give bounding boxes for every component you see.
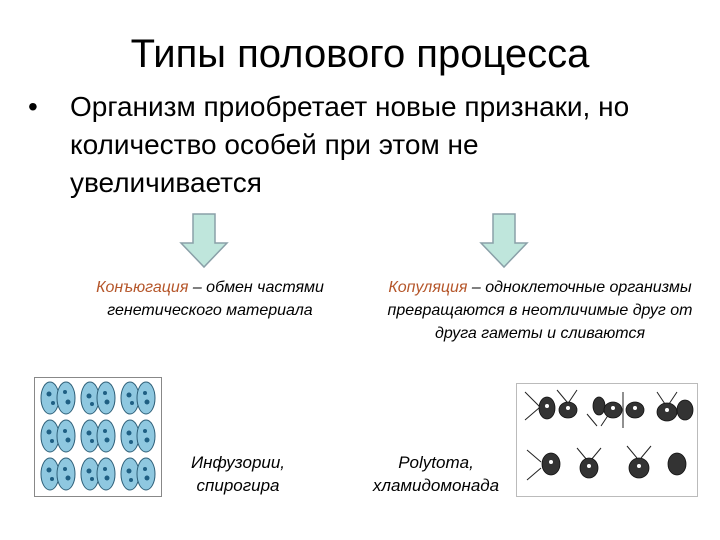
bullet-item: • Организм приобретает новые признаки, н…: [28, 88, 678, 202]
infusoria-illustration: [40, 381, 156, 491]
copulation-term: Копуляция: [388, 279, 468, 296]
arrow-down-icon: [179, 213, 229, 269]
conjugation-definition: Конъюгация – обмен частями генетического…: [80, 276, 340, 322]
conjugation-examples: Инфузории, спирогира: [190, 453, 286, 495]
arrow-down-icon: [479, 213, 529, 269]
slide-title: Типы полового процесса: [130, 32, 590, 76]
copulation-definition: Копуляция – одноклеточные организмы прев…: [380, 276, 700, 345]
gametes-illustration: [524, 389, 694, 481]
conjugation-term: Конъюгация: [96, 279, 189, 296]
bullet-dot-icon: •: [28, 91, 38, 122]
conjugation-definition-text: – обмен частями генетического материала: [107, 279, 324, 319]
bullet-text: Организм приобретает новые признаки, но …: [70, 91, 630, 198]
copulation-image: [516, 383, 698, 497]
copulation-definition-text: – одноклеточные организмы превращаются в…: [387, 279, 693, 342]
copulation-examples: Polytoma, хламидомонада: [372, 453, 500, 495]
conjugation-image: [34, 377, 162, 497]
